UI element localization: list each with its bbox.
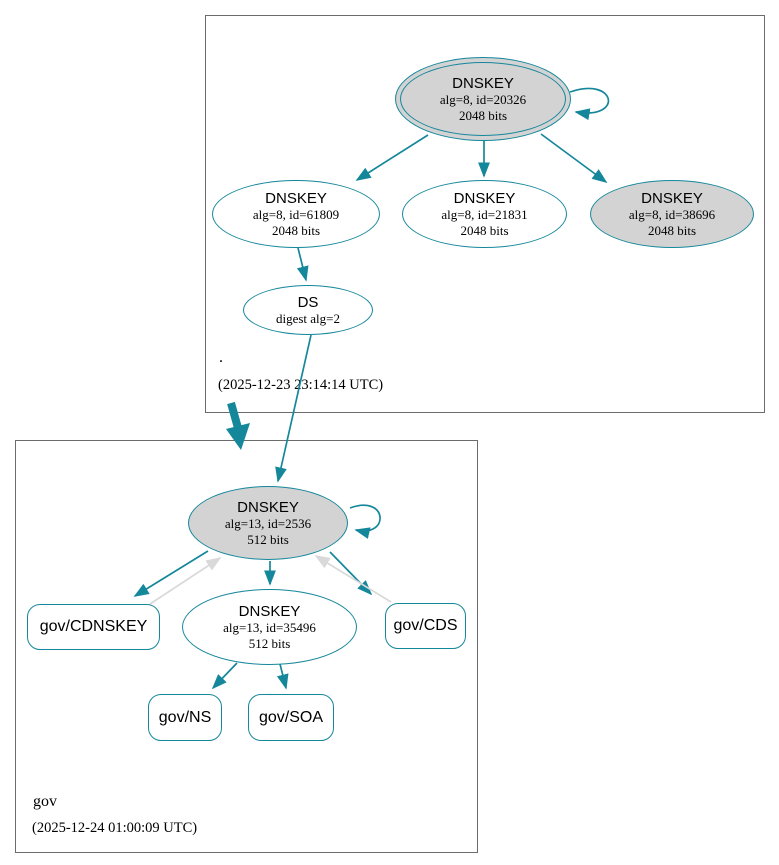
node-title: DNSKEY [265,189,327,207]
edge-root-ksk-self-sign [569,87,610,121]
edge-gov-ksk-to-cds [329,551,373,596]
zone-name-root: . [219,349,223,366]
node-bits: 512 bits [248,635,291,651]
node-detail: alg=8, id=20326 [439,92,527,108]
node-title: DNSKEY [452,74,514,92]
dnskey-node-root-21831[interactable]: DNSKEY alg=8, id=21831 2048 bits [402,180,567,248]
node-title: DNSKEY [238,602,301,620]
edge-root-ksk-to-61809 [355,134,429,181]
rrset-node-gov-soa[interactable]: gov/SOA [248,694,334,741]
rrset-label: gov/CDS [393,617,458,634]
edge-gov-zsk-to-soa [276,663,289,690]
edge-root-ksk-to-38696 [540,133,608,184]
rrset-node-gov-ns[interactable]: gov/NS [148,694,222,741]
node-bits: 2048 bits [271,222,321,238]
ds-node-root-gov[interactable]: DS digest alg=2 [243,285,373,335]
node-detail: alg=13, id=35496 [223,620,316,636]
node-title: DNSKEY [453,189,516,207]
dnskey-node-root-ksk-20326[interactable]: DNSKEY alg=8, id=20326 2048 bits [395,57,571,141]
node-detail: alg=8, id=38696 [628,207,716,223]
node-detail: alg=8, id=61809 [252,207,340,223]
dnskey-node-root-38696[interactable]: DNSKEY alg=8, id=38696 2048 bits [590,180,754,248]
node-bits: 2048 bits [647,222,697,238]
edge-61809-to-ds [296,247,309,282]
node-title: DNSKEY [641,189,703,207]
dnskey-node-gov-zsk-35496[interactable]: DNSKEY alg=13, id=35496 512 bits [182,589,357,665]
edge-root-delegation-gov [227,401,242,430]
edge-ds-to-gov-ksk [275,334,312,483]
node-title: DNSKEY [237,498,299,516]
zone-timestamp-gov: (2025-12-24 01:00:09 UTC) [32,820,198,836]
dnskey-node-gov-ksk-2536[interactable]: DNSKEY alg=13, id=2536 512 bits [188,486,348,560]
zone-box-root [205,15,765,413]
node-bits: 2048 bits [460,222,509,238]
edge-cds-to-gov-ksk [314,555,392,603]
node-detail: alg=13, id=2536 [224,516,312,532]
rrset-node-gov-cdnskey[interactable]: gov/CDNSKEY [27,604,160,650]
rrset-label: gov/SOA [258,708,324,726]
zone-box-gov [15,440,478,853]
node-bits: 512 bits [247,531,289,547]
edge-root-delegation-gov-arrowhead [226,423,250,450]
rrset-node-gov-cds[interactable]: gov/CDS [385,603,466,649]
edge-gov-ksk-self-sign [349,504,381,539]
rrset-label: gov/CDNSKEY [39,618,148,635]
edge-gov-zsk-to-ns [211,662,238,690]
dnskey-node-root-61809[interactable]: DNSKEY alg=8, id=61809 2048 bits [212,180,380,248]
edge-cdnskey-to-gov-ksk [149,557,222,605]
edge-gov-ksk-to-cdnskey [133,550,209,597]
node-bits: 2048 bits [458,107,508,123]
node-detail: digest alg=2 [275,310,341,326]
node-detail: alg=8, id=21831 [441,207,528,223]
rrset-label: gov/NS [158,708,212,726]
node-title: DS [297,293,319,311]
zone-name-gov: gov [33,793,57,810]
